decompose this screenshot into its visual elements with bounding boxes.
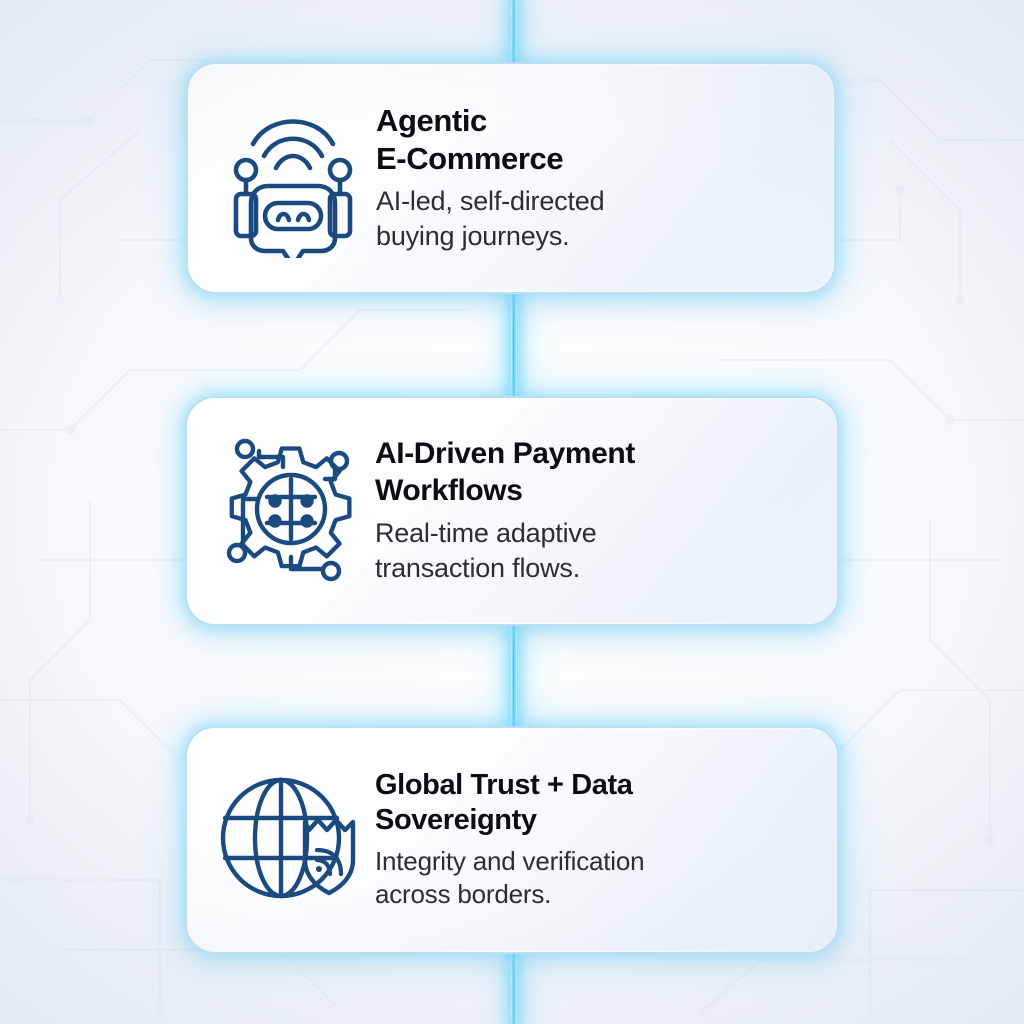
card-description-line-2: across borders. (375, 879, 552, 910)
card-description: AI-led, self-directed buying journeys. (376, 184, 808, 254)
card-description: Real-time adaptive transaction flows. (375, 516, 811, 586)
card-title-line-1: Global Trust + Data (375, 768, 633, 801)
robot-wifi-chat-icon (218, 94, 368, 262)
card-title-line-2: Sovereignty (375, 804, 537, 837)
card-description-line-1: AI-led, self-directed (376, 185, 605, 216)
connector-line-card2-card3 (511, 618, 517, 736)
card-title-line-2: Workflows (375, 473, 523, 507)
card-description-line-2: buying journeys. (376, 220, 570, 251)
card-description-line-1: Real-time adaptive (375, 517, 597, 548)
connector-line-card1-card2 (511, 288, 517, 406)
card-description-line-1: Integrity and verification (375, 845, 645, 876)
globe-shield-signal-icon (217, 756, 367, 924)
connector-line-bottom (511, 946, 517, 1024)
gear-circuit-icon (217, 427, 367, 595)
card-description-line-2: transaction flows. (375, 552, 580, 583)
card-title-line-1: Agentic (376, 103, 487, 139)
card-title-line-2: E-Commerce (376, 140, 564, 176)
card-title-line-1: AI-Driven Payment (375, 437, 635, 471)
